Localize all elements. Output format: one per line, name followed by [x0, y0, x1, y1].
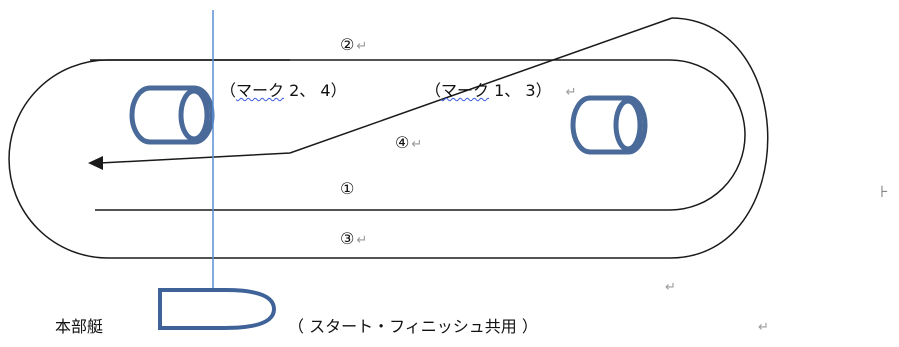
- label-mark-2-4: （マーク 2、 4）: [220, 81, 347, 100]
- mark-buoy-right: [570, 95, 648, 155]
- finish-approach-line: [99, 17, 673, 164]
- return-mark: ↵: [665, 280, 676, 295]
- hq-boat-shape: [158, 288, 277, 330]
- label-course-4: ④↵: [395, 133, 423, 153]
- cursor-mark: ⊦: [880, 182, 888, 201]
- return-mark: ↵: [356, 233, 368, 248]
- mark-buoy-left: [129, 85, 215, 145]
- label-course-2: ②↵: [340, 35, 368, 55]
- label-hq-boat: 本部艇: [55, 317, 104, 336]
- return-mark: ↵: [565, 85, 577, 100]
- inner-course-loop: [90, 59, 746, 211]
- label-course-1: ①: [340, 179, 355, 198]
- return-mark: ↵: [411, 137, 423, 152]
- return-mark: ↵: [356, 39, 368, 54]
- mark-word-right: マーク: [441, 81, 490, 100]
- mark-word-left: マーク: [236, 81, 285, 100]
- outer-course-loop: [8, 17, 769, 259]
- return-mark: ↵: [758, 320, 769, 335]
- label-start-finish: （ スタート・フィニッシュ共用 ）: [288, 317, 538, 336]
- label-mark-1-3: （マーク 1、 3）↵: [425, 81, 577, 101]
- label-course-3: ③↵: [340, 229, 368, 249]
- course-arrowhead: [88, 156, 103, 170]
